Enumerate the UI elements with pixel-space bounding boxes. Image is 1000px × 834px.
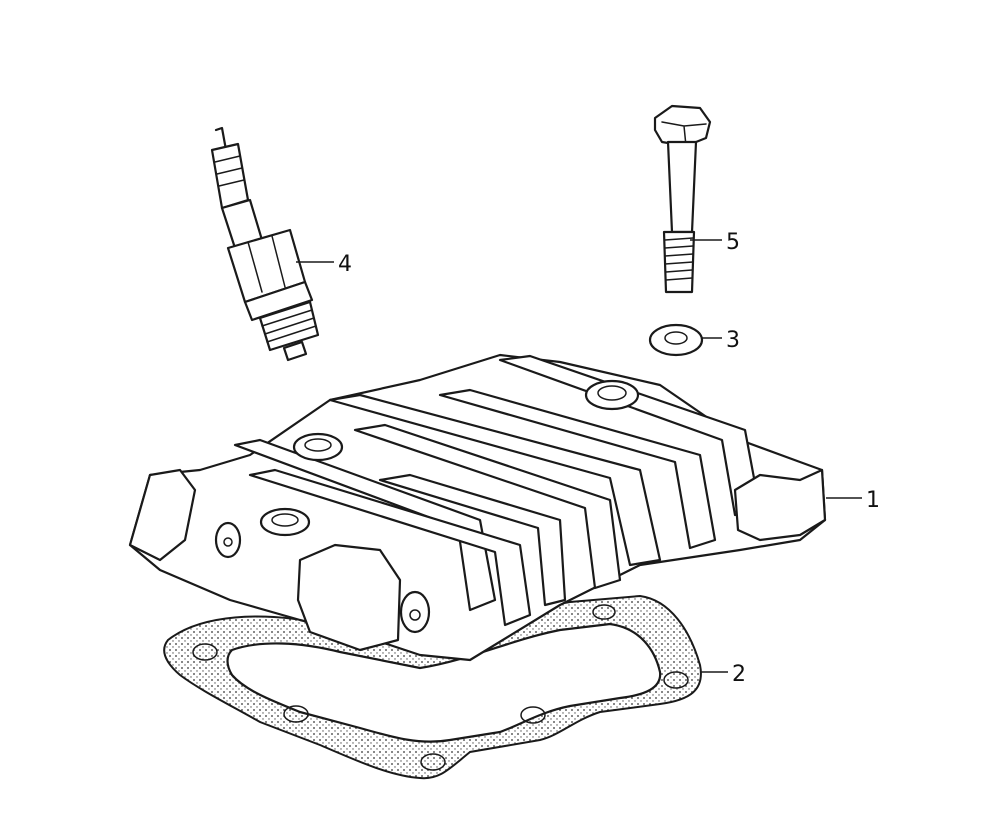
callout-2: 2 bbox=[732, 662, 746, 687]
spark-plug bbox=[210, 126, 320, 362]
head-bolt bbox=[653, 104, 712, 294]
callout-1: 1 bbox=[866, 488, 880, 513]
washer bbox=[648, 323, 704, 357]
leader-lines bbox=[296, 239, 862, 673]
cylinder-head bbox=[128, 353, 827, 662]
callout-3: 3 bbox=[726, 328, 740, 353]
callout-5: 5 bbox=[726, 230, 740, 255]
callout-4: 4 bbox=[338, 252, 352, 277]
head-gasket bbox=[163, 594, 702, 780]
